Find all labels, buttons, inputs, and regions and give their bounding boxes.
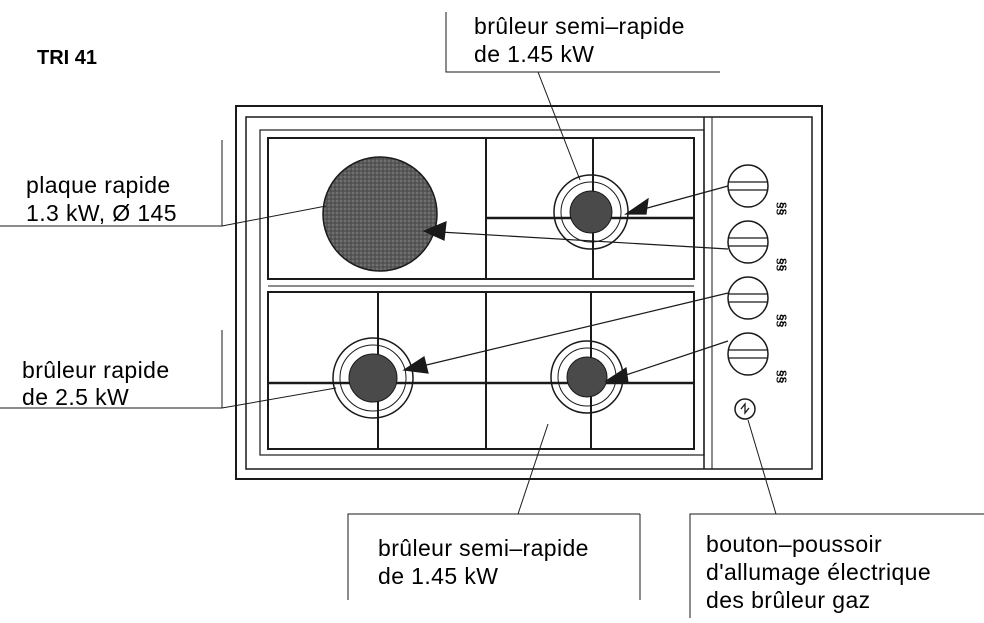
knob-mark-2: §§ — [775, 258, 789, 272]
svg-text:plaque rapide: plaque rapide — [26, 172, 171, 198]
label-top-right-burner: brûleur semi–rapide de 1.45 kW — [474, 13, 685, 67]
model-title: TRI 41 — [37, 47, 97, 69]
knob-mark-4: §§ — [775, 370, 789, 384]
svg-text:de 1.45 kW: de 1.45 kW — [474, 41, 594, 67]
svg-text:bouton–poussoir: bouton–poussoir — [706, 531, 882, 557]
svg-text:de 1.45 kW: de 1.45 kW — [378, 563, 498, 589]
knob-4 — [727, 332, 769, 376]
hob-frame — [235, 105, 823, 480]
label-rapid-burner: brûleur rapide de 2.5 kW — [22, 357, 170, 410]
knob-2 — [727, 220, 769, 264]
label-ignition-button: bouton–poussoir d'allumage électrique de… — [706, 531, 931, 613]
svg-text:brûleur semi–rapide: brûleur semi–rapide — [474, 13, 685, 39]
leader-lines — [402, 185, 729, 384]
svg-text:des brûleur gaz: des brûleur gaz — [706, 587, 871, 613]
label-hot-plate: plaque rapide 1.3 kW, Ø 145 — [26, 172, 177, 226]
label-bottom-right-burner: brûleur semi–rapide de 1.45 kW — [378, 535, 589, 589]
control-knobs — [727, 164, 769, 376]
knob-3 — [727, 276, 769, 320]
label-leaders — [0, 12, 984, 618]
knob-mark-1: §§ — [775, 202, 789, 216]
ignition-button — [734, 398, 756, 420]
svg-text:brûleur semi–rapide: brûleur semi–rapide — [378, 535, 589, 561]
knob-mark-3: §§ — [775, 314, 789, 328]
svg-text:d'allumage électrique: d'allumage électrique — [706, 559, 931, 585]
svg-text:1.3 kW, Ø 145: 1.3 kW, Ø 145 — [26, 200, 177, 226]
svg-text:de 2.5 kW: de 2.5 kW — [22, 384, 129, 410]
knob-1 — [727, 164, 769, 208]
hot-plate — [322, 156, 438, 272]
svg-text:brûleur rapide: brûleur rapide — [22, 357, 170, 383]
burner-top-right — [553, 174, 629, 250]
burner-bottom-right — [550, 340, 624, 414]
burner-rapid — [332, 337, 414, 419]
